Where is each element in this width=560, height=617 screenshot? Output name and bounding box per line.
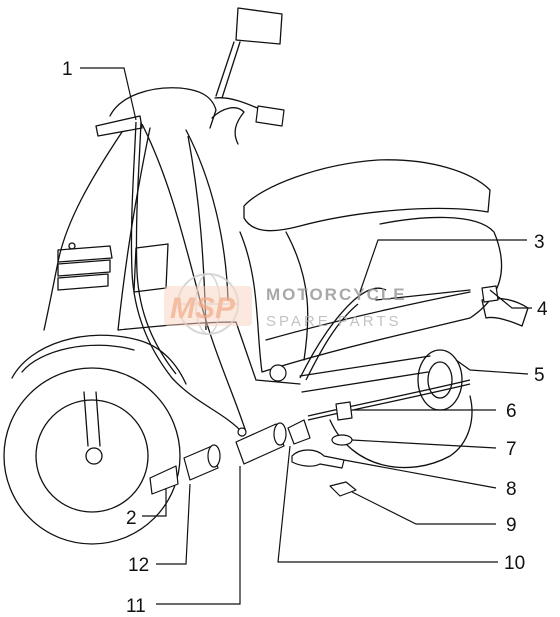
watermark-line-2: SPARE PARTS: [266, 313, 402, 330]
callout-numbers: 1 2 3 4 5 6 7 8 9 10 11 12: [62, 59, 548, 617]
callout-7: 7: [506, 439, 517, 460]
grommet-part: [287, 419, 311, 445]
callout-8: 8: [506, 479, 517, 500]
loose-parts: [149, 285, 499, 497]
callout-10: 10: [504, 553, 525, 574]
side-bolt-part: [481, 285, 499, 303]
callout-4: 4: [537, 299, 548, 320]
callout-12: 12: [128, 555, 149, 576]
scooter-outline: [3, 7, 529, 545]
watermark-logo: MSP: [170, 292, 236, 325]
clip-part: [291, 449, 345, 469]
sleeve-part: [235, 423, 285, 465]
callout-9: 9: [506, 515, 517, 536]
callout-2: 2: [126, 508, 137, 529]
bolt-part: [335, 401, 353, 421]
callout-1: 1: [62, 59, 73, 80]
nut-part: [329, 481, 357, 497]
front-brake-cable: [130, 121, 245, 435]
cable-end-part: [149, 465, 179, 495]
watermark: MSP MOTORCYCLE SPARE PARTS: [164, 273, 407, 335]
callout-3: 3: [534, 232, 545, 253]
watermark-line-1: MOTORCYCLE: [266, 285, 407, 304]
callout-11: 11: [126, 596, 146, 617]
washer-part: [331, 434, 353, 446]
callout-5: 5: [534, 365, 545, 386]
callout-6: 6: [506, 401, 517, 422]
leader-lines: [80, 67, 532, 605]
rear-brake-cable: [299, 287, 387, 379]
